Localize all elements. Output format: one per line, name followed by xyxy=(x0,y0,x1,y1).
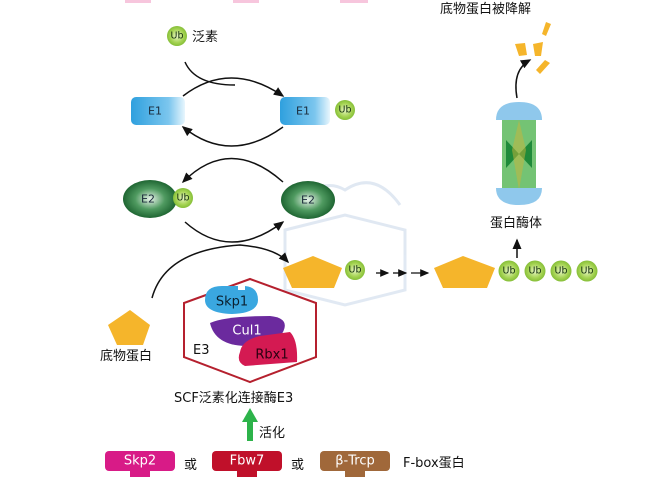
ubiquitin-node: Ub xyxy=(167,26,187,46)
substrate-label: 底物蛋白 xyxy=(100,348,152,364)
fbox-skp2: Skp2 xyxy=(105,451,175,477)
svg-text:E3: E3 xyxy=(193,343,210,358)
svg-text:E1: E1 xyxy=(148,105,162,118)
svg-text:Cul1: Cul1 xyxy=(232,324,261,339)
substrate-monoubiquitinated: Ub xyxy=(283,256,365,288)
svg-text:Ub: Ub xyxy=(339,105,352,116)
fbox-label: F-box蛋白 xyxy=(403,455,465,471)
svg-text:Ub: Ub xyxy=(581,266,594,277)
arrows xyxy=(151,59,532,299)
or-label-2: 或 xyxy=(291,458,304,473)
svg-text:E2: E2 xyxy=(141,193,155,206)
e2-node-right: E2 xyxy=(281,181,335,219)
cropped-top-shapes xyxy=(125,0,368,3)
svg-text:Ub: Ub xyxy=(529,266,542,277)
proteasome-label: 蛋白酶体 xyxy=(490,215,542,231)
e2-ub-node: E2 Ub xyxy=(123,180,193,218)
e1-ub-node: E1 Ub xyxy=(280,97,355,125)
fbox-fbw7: Fbw7 xyxy=(212,451,282,477)
svg-text:Ub: Ub xyxy=(171,31,184,42)
fbox-beta-trcp: β-Trcp xyxy=(320,451,390,477)
svg-text:Fbw7: Fbw7 xyxy=(230,454,265,469)
svg-text:Ub: Ub xyxy=(349,265,362,276)
scf-e3-label: SCF泛素化连接酶E3 xyxy=(174,390,293,406)
or-label-1: 或 xyxy=(184,458,197,473)
svg-text:Rbx1: Rbx1 xyxy=(255,348,288,363)
e1-node-left: E1 xyxy=(131,97,185,125)
proteasome xyxy=(496,102,542,205)
svg-text:Skp1: Skp1 xyxy=(216,295,248,310)
svg-text:E2: E2 xyxy=(301,194,315,207)
substrate-pentagon xyxy=(108,310,150,345)
svg-text:Ub: Ub xyxy=(177,193,190,204)
ubiquitin-label: 泛素 xyxy=(192,30,218,45)
e3-complex: Skp1 Cul1 Rbx1 E3 xyxy=(183,277,317,384)
svg-text:E1: E1 xyxy=(296,105,310,118)
degraded-fragments xyxy=(515,22,551,74)
svg-text:Skp2: Skp2 xyxy=(124,454,156,469)
svg-text:β-Trcp: β-Trcp xyxy=(335,454,374,469)
svg-text:Ub: Ub xyxy=(503,266,516,277)
svg-text:Ub: Ub xyxy=(555,266,568,277)
substrate-polyubiquitinated: Ub Ub Ub Ub xyxy=(434,256,598,288)
activation-label: 活化 xyxy=(259,426,285,441)
degraded-label: 底物蛋白被降解 xyxy=(440,1,531,17)
activation-arrow xyxy=(242,408,258,441)
